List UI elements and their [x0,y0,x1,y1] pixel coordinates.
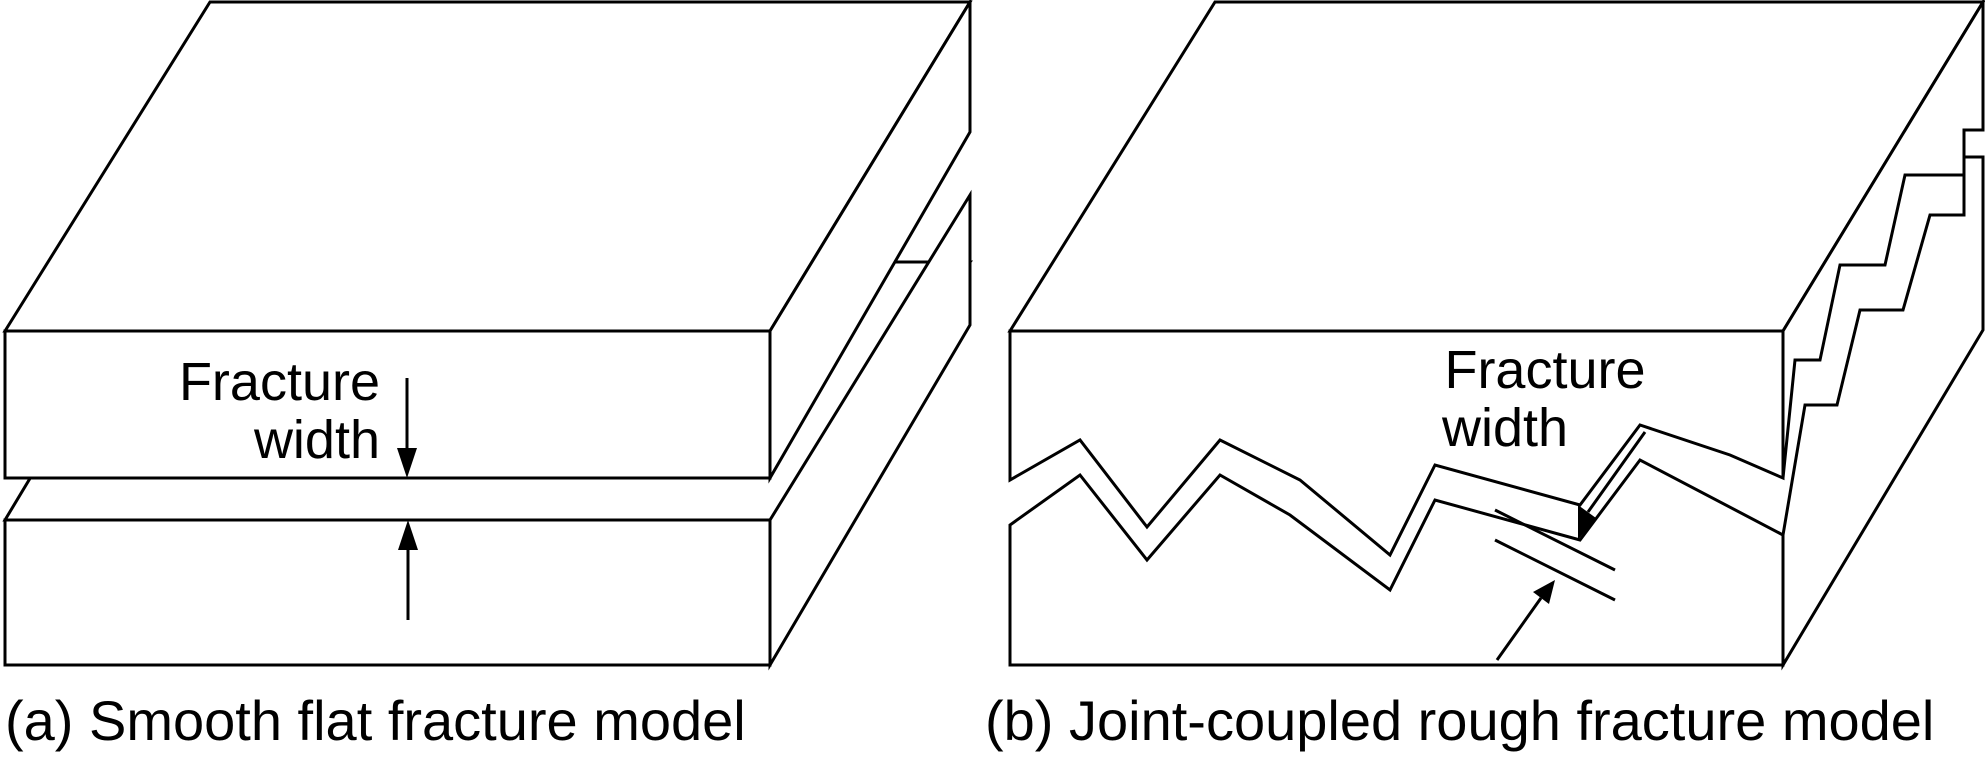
panel-b-bottom-block [1008,155,1985,671]
panel-a-caption: (a) Smooth flat fracture model [5,689,746,752]
panel-a-up-arrow [398,520,418,620]
panel-b-fracture-label: Fracture [1444,340,1645,400]
panel-b-up-arrow [1495,580,1555,661]
panel-b-width-guide-2 [1494,538,1616,602]
panel-b-width-label: width [1441,398,1568,458]
panel-b-top-front-face [1008,329,1785,558]
panel-b-down-arrow [1578,431,1647,540]
panel-b-top-block [1007,0,1985,558]
panel-a-bottom-front-face [3,518,772,667]
panel-b-bottom-right-face [1781,155,1985,671]
panel-b-rough-model: Fracture width (b) Joint-coupled rough f… [985,0,1985,752]
panel-b-caption: (b) Joint-coupled rough fracture model [985,689,1934,752]
panel-a-top-front-face [3,329,772,480]
panel-a-width-label: width [253,410,380,470]
panel-a-top-block [2,0,973,484]
panel-b-width-guide-1 [1494,508,1616,572]
panel-a-fracture-label: Fracture [179,352,380,412]
panel-a-down-arrow [397,378,417,478]
panel-a-smooth-flat-model: Fracture width (a) Smooth flat fracture … [2,0,974,752]
panel-b-top-right-face [1781,0,1985,479]
